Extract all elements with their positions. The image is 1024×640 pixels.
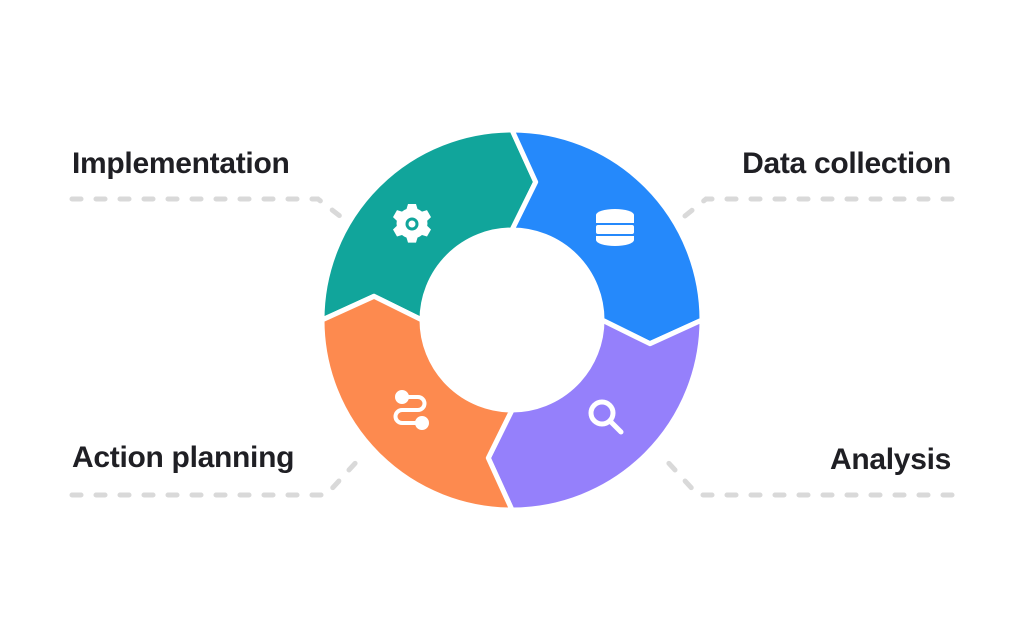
segment-implementation (319, 127, 539, 323)
label-implementation: Implementation (72, 147, 290, 180)
label-data-collection: Data collection (742, 147, 951, 180)
segment-action-planning (319, 293, 515, 513)
gear-icon (393, 204, 431, 243)
connector-implementation (69, 196, 348, 223)
search-icon (588, 399, 624, 435)
connector-analysis (661, 455, 955, 498)
label-analysis: Analysis (830, 443, 951, 476)
connector-action-planning (69, 455, 363, 498)
label-action-planning: Action planning (72, 441, 295, 474)
route-icon (393, 390, 429, 430)
connector-data-collection (677, 196, 955, 223)
database-icon (596, 209, 634, 246)
segment-analysis (485, 317, 705, 513)
